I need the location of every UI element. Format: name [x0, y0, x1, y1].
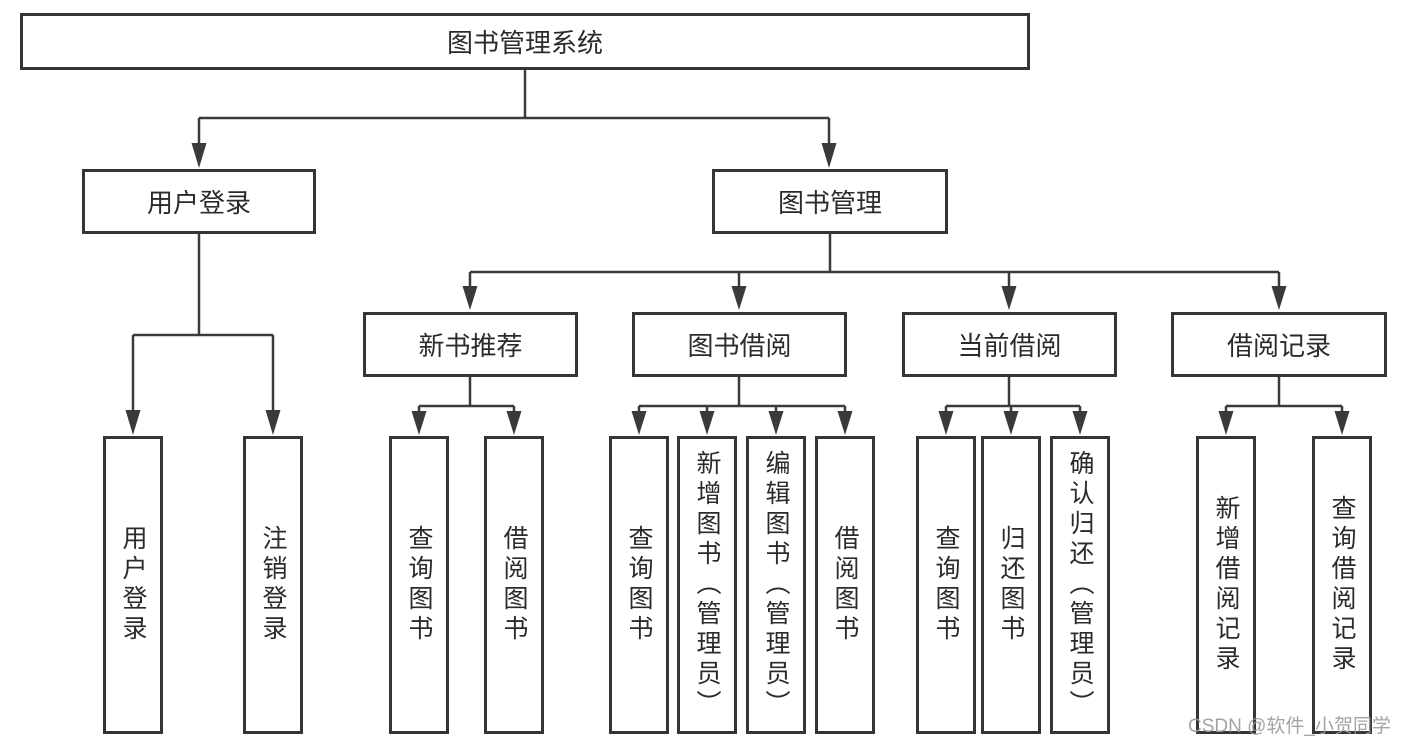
edge-new-book-to-children: [411, 377, 522, 435]
node-borrow-records: 借阅记录: [1171, 312, 1387, 377]
leaf-borrow-add-book-admin: 新增图书（管理员）: [677, 436, 737, 734]
node-user-login: 用户登录: [82, 169, 316, 234]
leaf-logout: 注销登录: [243, 436, 303, 734]
edge-book-borrow-to-children: [631, 377, 853, 435]
edge-book-mgmt-to-children: [462, 234, 1287, 310]
edge-root-to-children: [191, 70, 837, 168]
leaf-borrow-query-book: 查询图书: [609, 436, 669, 734]
leaf-current-confirm-return-admin: 确认归还（管理员）: [1050, 436, 1110, 734]
leaf-records-add-record: 新增借阅记录: [1196, 436, 1256, 734]
leaf-newbook-borrow-book: 借阅图书: [484, 436, 544, 734]
leaf-current-query-book: 查询图书: [916, 436, 976, 734]
leaf-records-query-record: 查询借阅记录: [1312, 436, 1372, 734]
leaf-user-login: 用户登录: [103, 436, 163, 734]
csdn-watermark: CSDN @软件_小贺同学: [1188, 716, 1391, 737]
leaf-current-return-book: 归还图书: [981, 436, 1041, 734]
edge-current-borrow-to-children: [938, 377, 1088, 435]
node-root-system: 图书管理系统: [20, 13, 1030, 70]
node-new-book-recommend: 新书推荐: [363, 312, 578, 377]
leaf-borrow-borrow-book: 借阅图书: [815, 436, 875, 734]
leaf-newbook-query-book: 查询图书: [389, 436, 449, 734]
leaf-borrow-edit-book-admin: 编辑图书（管理员）: [746, 436, 806, 734]
node-current-borrow: 当前借阅: [902, 312, 1117, 377]
edge-login-to-children: [125, 234, 281, 435]
node-book-borrow: 图书借阅: [632, 312, 847, 377]
node-book-management: 图书管理: [712, 169, 948, 234]
edge-borrow-records-to-children: [1218, 377, 1350, 435]
